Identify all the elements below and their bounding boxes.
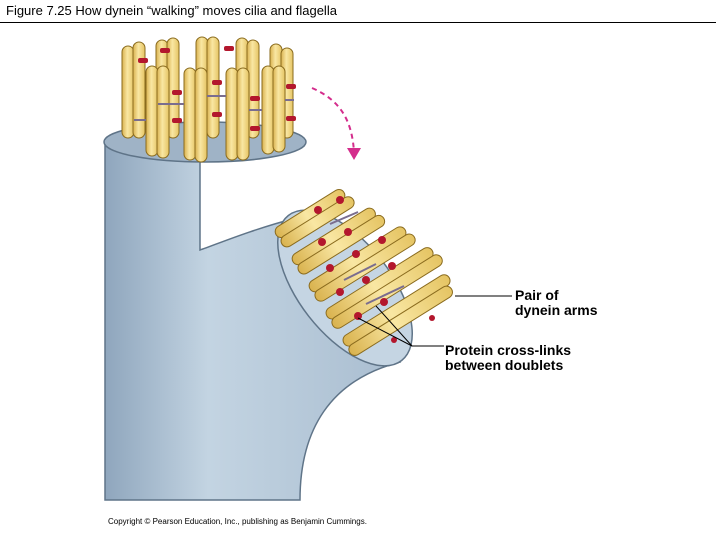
crosslinks-callout-line-branch (375, 305, 413, 347)
title-underline (0, 22, 716, 23)
copyright-notice: Copyright © Pearson Education, Inc., pub… (108, 517, 367, 526)
dynein-arms-label-line2: dynein arms (515, 302, 598, 318)
figure-title: Figure 7.25 How dynein “walking” moves c… (6, 3, 337, 18)
vertical-microtubule-doublets (121, 36, 296, 163)
cross-links-label-line1: Protein cross-links (445, 342, 572, 358)
bent-dynein-arms (314, 196, 435, 343)
cross-links-label: Protein cross-links between doublets (445, 343, 571, 373)
cross-links-label-line2: between doublets (445, 357, 564, 373)
vertical-cross-links (134, 95, 294, 121)
bent-cross-links (329, 211, 405, 305)
dynein-arms-label: Pair of dynein arms (515, 288, 597, 318)
bent-microtubule-doublets (274, 189, 453, 356)
crosslinks-callout-line-lower (357, 317, 413, 347)
vertical-dynein-arms (138, 46, 296, 131)
bend-arrow-head (347, 148, 361, 160)
callout-lines (357, 295, 512, 347)
bend-arrow (311, 87, 355, 153)
dynein-arms-label-line1: Pair of (515, 287, 559, 303)
